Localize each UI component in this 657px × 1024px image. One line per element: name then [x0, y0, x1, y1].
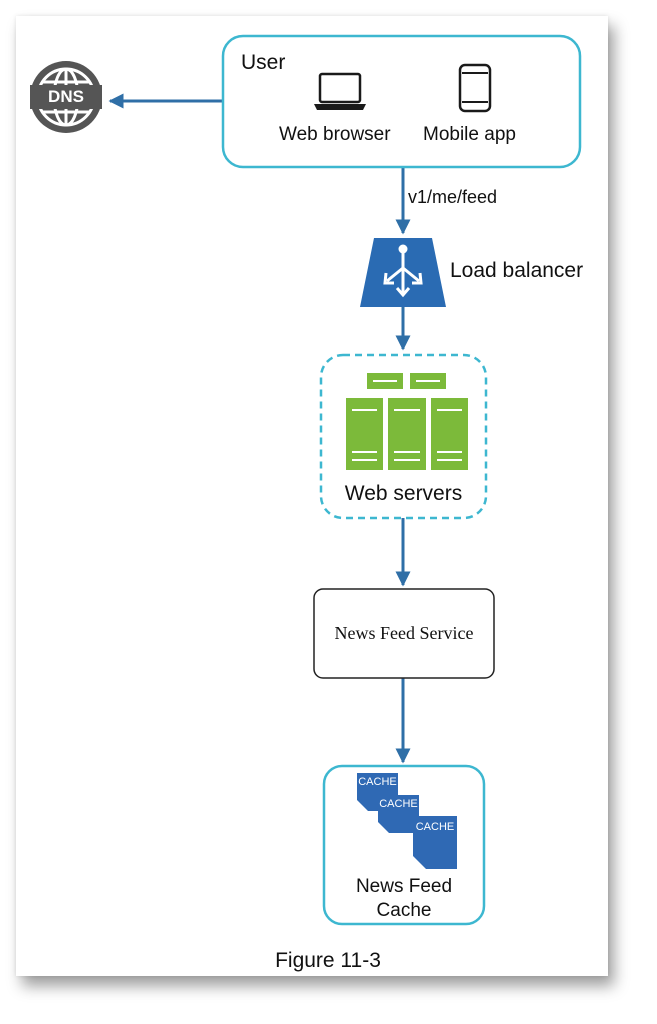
news-feed-service-node	[313, 588, 495, 679]
diagram-canvas	[30, 34, 582, 926]
server-rack-icon	[346, 373, 468, 470]
news-feed-service-label: News Feed Service	[334, 623, 474, 643]
phone-icon	[458, 63, 492, 113]
cache-stack-icon	[357, 773, 457, 869]
cache-tile-label-1: CACHE	[358, 776, 397, 788]
globe-icon	[30, 61, 102, 133]
news-feed-cache-label-line-1: News Feed	[355, 876, 453, 897]
web-servers-label: Web servers	[344, 482, 463, 505]
cache-tile-label-3: CACHE	[415, 821, 455, 833]
mobile-app-label: Mobile app	[423, 124, 516, 145]
diagram-card: DNS User Web browser Mobile app v1/me/fe…	[16, 16, 608, 976]
dns-label: DNS	[48, 87, 84, 106]
load-balancer-icon	[360, 238, 446, 307]
edge-label-v1-me-feed: v1/me/feed	[408, 187, 498, 207]
user-title: User	[241, 51, 286, 74]
load-balancer-label: Load balancer	[450, 259, 584, 282]
laptop-icon	[314, 72, 366, 110]
news-feed-cache-label-line-2: Cache	[376, 900, 432, 921]
web-browser-label: Web browser	[279, 124, 391, 145]
cache-tile-label-2: CACHE	[379, 798, 418, 810]
figure-caption: Figure 11-3	[275, 949, 381, 972]
